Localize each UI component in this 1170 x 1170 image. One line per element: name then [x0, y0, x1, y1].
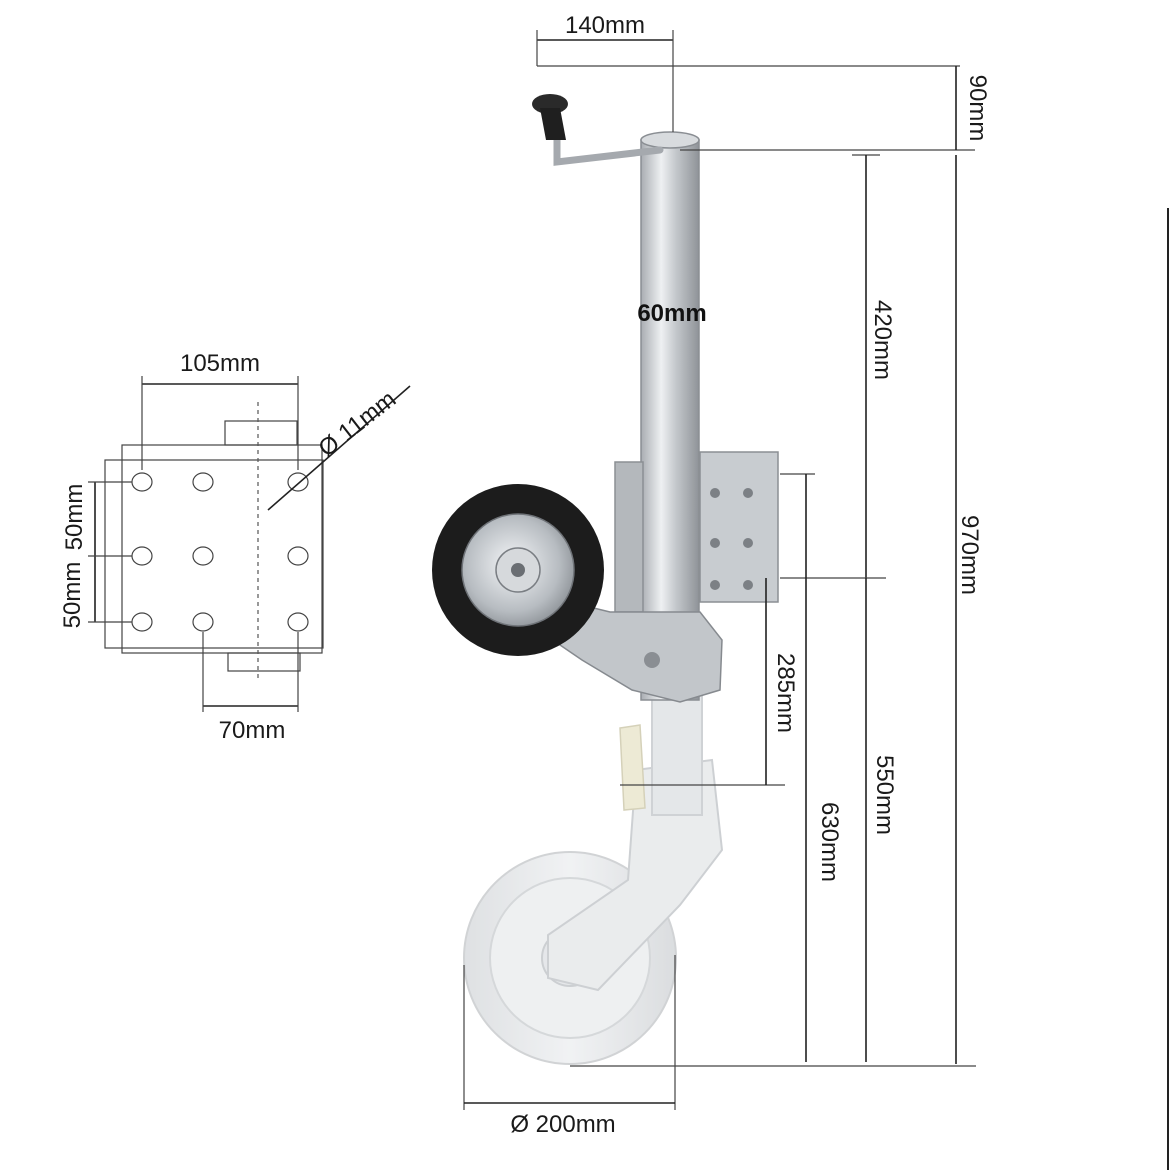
label-handle-reach: 140mm: [565, 12, 645, 39]
bolt-hole: [131, 612, 153, 632]
plate-top-tab: [224, 420, 298, 446]
bolt-hole: [192, 546, 214, 566]
clamp-side: [614, 461, 644, 613]
plate-outline-offset: [121, 444, 323, 654]
label-spacing-1: 50mm: [61, 484, 88, 551]
ghost-wheel: [463, 694, 724, 1065]
handle-knob: [532, 94, 568, 140]
label-spacing-2: 50mm: [59, 562, 86, 629]
label-lower-height: 550mm: [871, 755, 898, 835]
clamp-bracket: [699, 451, 779, 603]
label-total-height: 970mm: [956, 515, 983, 595]
product-dimensions: 140mm 90mm 420mm 970mm 60mm 285mm 630mm …: [463, 12, 991, 1138]
mounting-plate-drawing: 105mm Ø 11mm 50mm 50mm 70mm: [59, 350, 411, 744]
crank-handle: [553, 136, 664, 166]
arm-pivot: [644, 652, 660, 668]
tube-top: [640, 131, 700, 149]
label-lower-offset: 70mm: [219, 717, 286, 744]
label-upper-tube: 420mm: [869, 300, 896, 380]
bolt-hole: [131, 472, 153, 492]
main-tube: [640, 139, 700, 701]
plate-outline: [104, 459, 324, 649]
front-wheel: [432, 484, 604, 656]
clamp-holes: [710, 488, 753, 590]
label-tube-diameter: 60mm: [637, 300, 706, 327]
bolt-hole: [287, 472, 309, 492]
label-wheel-height: 630mm: [816, 802, 843, 882]
bolt-hole: [131, 546, 153, 566]
plate-bottom-tab: [227, 652, 301, 672]
label-bolt-hole: Ø 11mm: [314, 386, 402, 463]
bolt-hole: [287, 612, 309, 632]
label-wheel-diameter: Ø 200mm: [510, 1111, 615, 1138]
leader-bolt-hole: [267, 385, 411, 511]
bolt-hole: [192, 612, 214, 632]
label-plate-width: 105mm: [180, 350, 260, 377]
bolt-hole: [287, 546, 309, 566]
bolt-hole: [192, 472, 214, 492]
plate-bolt-holes: [131, 472, 309, 632]
jockey-wheel-illustration: [432, 94, 779, 1065]
label-swivel-offset: 285mm: [772, 653, 799, 733]
label-handle-height: 90mm: [964, 75, 991, 142]
